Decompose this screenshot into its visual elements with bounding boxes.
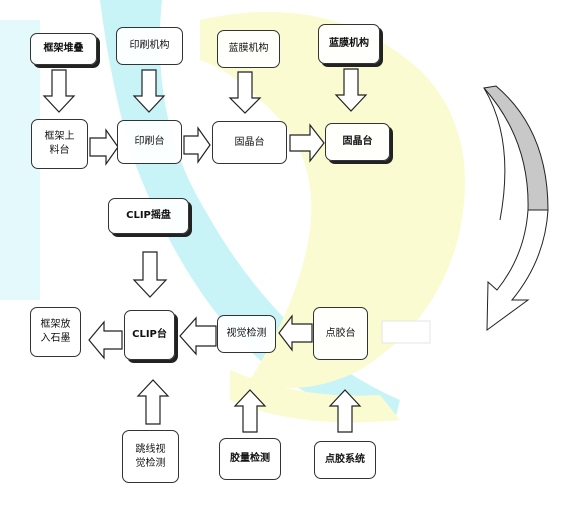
node-vision-check: 视觉检测 xyxy=(217,315,276,353)
node-wire-vision: 跳线视觉检测 xyxy=(122,430,179,483)
node-clip-table: CLIP台 xyxy=(124,310,175,360)
arrow-up-wire-vision xyxy=(136,379,170,425)
watermark-yellow-shape xyxy=(200,11,465,389)
arrow-left-dispense-vision xyxy=(278,314,313,352)
node-blue-film-mech-1: 蓝膜机构 xyxy=(217,30,280,68)
node-clip-tray: CLIP摇盘 xyxy=(108,198,189,234)
arrow-up-dispense-system xyxy=(328,389,362,433)
watermark-cyan-left xyxy=(0,20,40,300)
node-frame-unload: 框架放入石墨 xyxy=(30,307,81,357)
return-curve-arrow xyxy=(483,85,549,332)
node-frame-load: 框架上料台 xyxy=(31,119,88,169)
arrow-down-frame-stack xyxy=(42,69,76,113)
watermark-yellow-bottom xyxy=(230,370,400,423)
arrow-down-print-mech xyxy=(132,69,166,113)
arrow-up-glue-check xyxy=(233,389,267,433)
node-glue-check: 胶量检测 xyxy=(219,438,281,480)
node-print-table: 印刷台 xyxy=(117,120,182,164)
arrow-left-vision-clip xyxy=(179,316,217,356)
node-die-bond-1: 固晶台 xyxy=(212,121,287,164)
arrow-down-blue-film-2 xyxy=(334,68,368,112)
arrow-right-load-print xyxy=(89,128,119,166)
arrow-left-clip-unload xyxy=(88,320,123,360)
arrow-right-print-diebond xyxy=(183,126,211,164)
node-dispense-table: 点胶台 xyxy=(313,307,368,360)
arrow-down-blue-film-1 xyxy=(228,71,262,114)
arrow-down-clip-tray xyxy=(132,251,168,298)
node-die-bond-2: 固晶台 xyxy=(325,123,390,161)
node-frame-stack: 框架堆叠 xyxy=(30,33,97,65)
node-dispense-system: 点胶系统 xyxy=(314,441,376,479)
node-print-mech: 印刷机构 xyxy=(116,27,183,65)
node-blue-film-mech-2: 蓝膜机构 xyxy=(318,24,380,64)
arrow-right-diebond-diebond xyxy=(289,123,325,163)
arrow-left-curve-dispense xyxy=(381,320,431,344)
